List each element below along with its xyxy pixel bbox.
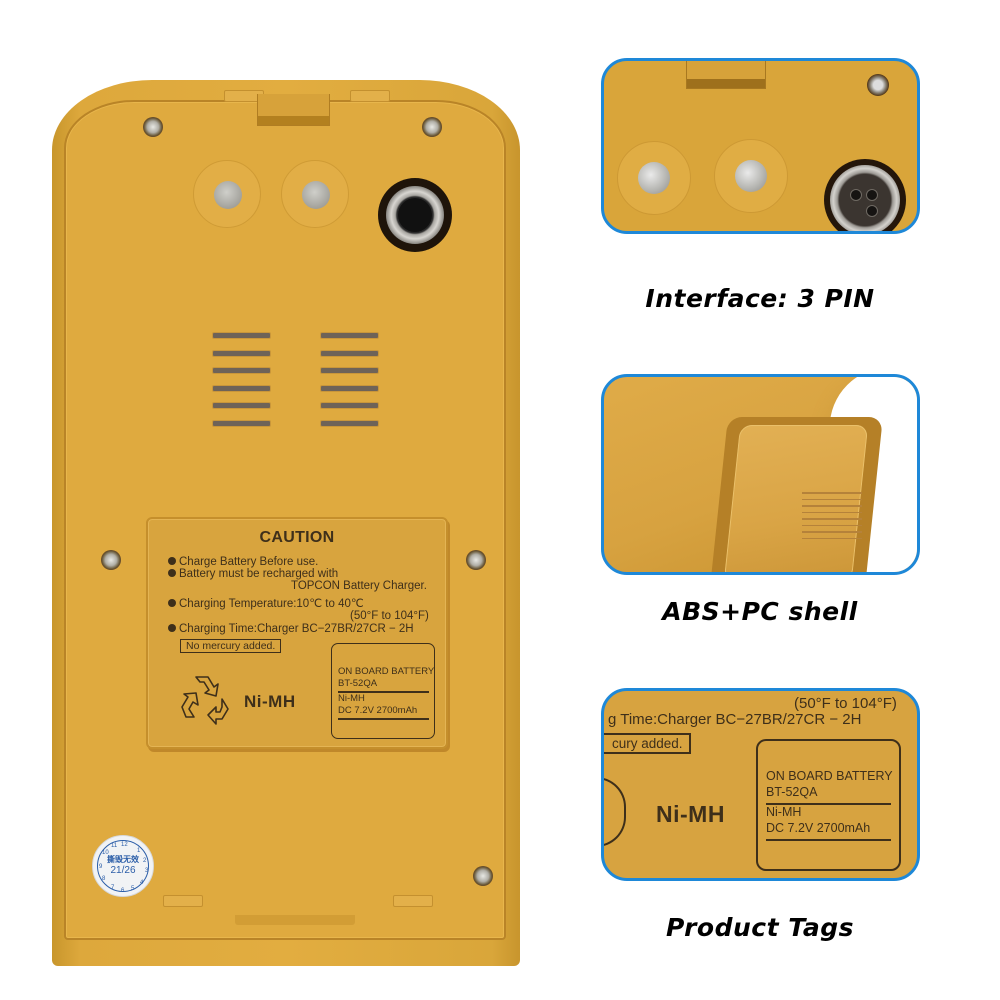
grip-ridges-icon xyxy=(802,492,862,539)
caution-line: (50°F to 104°F) xyxy=(350,610,429,622)
caution-line: Charge Battery Before use. xyxy=(168,556,318,568)
screw-icon xyxy=(867,74,889,96)
interface-detail-panel xyxy=(601,58,920,234)
bottom-tab-right xyxy=(393,895,433,907)
model-number: BT-52QA xyxy=(338,678,378,689)
product-tags-caption: Product Tags xyxy=(666,913,854,942)
mercury-note: No mercury added. xyxy=(180,639,282,653)
contact-pin-icon xyxy=(193,160,261,228)
model-number: BT-52QA xyxy=(766,785,818,799)
bottom-latch xyxy=(235,915,355,925)
contact-pin-icon xyxy=(714,139,788,213)
warranty-seal-sticker: 12 1 2 3 4 5 6 7 8 9 10 11 撕毁无效 21/26 xyxy=(92,835,154,897)
bottom-tab-left xyxy=(163,895,203,907)
contact-pin-icon xyxy=(281,160,349,228)
caution-title: CAUTION xyxy=(259,529,335,546)
recycle-icon-partial xyxy=(604,777,626,847)
caution-line: Charging Time:Charger BC−27BR/27CR − 2H xyxy=(168,623,414,635)
rating: DC 7.2V 2700mAh xyxy=(766,821,871,835)
hinge-latch-icon xyxy=(257,94,330,126)
shell-caption: ABS+PC shell xyxy=(662,597,858,626)
vent-slots-icon xyxy=(321,333,378,426)
product-tags-detail-panel: (50°F to 104°F) g Time:Charger BC−27BR/2… xyxy=(601,688,920,881)
interface-caption: Interface: 3 PIN xyxy=(645,284,875,313)
screw-icon xyxy=(143,117,163,137)
screw-icon xyxy=(101,550,121,570)
top-tab-right xyxy=(350,90,390,102)
three-pin-connector-icon xyxy=(824,159,906,231)
caution-line: TOPCON Battery Charger. xyxy=(291,580,427,592)
chemistry-label: Ni-MH xyxy=(244,692,296,711)
spec-box: ON BOARD BATTERY BT-52QA Ni-MH DC 7.2V 2… xyxy=(331,643,435,739)
caution-line: Battery must be recharged with xyxy=(168,568,338,580)
contact-pin-icon xyxy=(617,141,691,215)
rating: DC 7.2V 2700mAh xyxy=(338,705,418,716)
caution-label: CAUTION Charge Battery Before use. Batte… xyxy=(146,517,448,749)
hinge-latch-icon xyxy=(686,61,766,89)
screw-icon xyxy=(466,550,486,570)
caution-line: Charging Temperature:10℃ to 40℃ xyxy=(168,596,364,610)
vent-slots-icon xyxy=(213,333,270,426)
shell-detail-panel xyxy=(601,374,920,575)
chemistry-label: Ni-MH xyxy=(656,801,725,827)
round-connector-icon xyxy=(378,178,452,252)
recycle-icon xyxy=(181,676,229,725)
screw-icon xyxy=(473,866,493,886)
spec-box: ON BOARD BATTERY BT-52QA Ni-MH DC 7.2V 2… xyxy=(756,739,901,871)
screw-icon xyxy=(422,117,442,137)
